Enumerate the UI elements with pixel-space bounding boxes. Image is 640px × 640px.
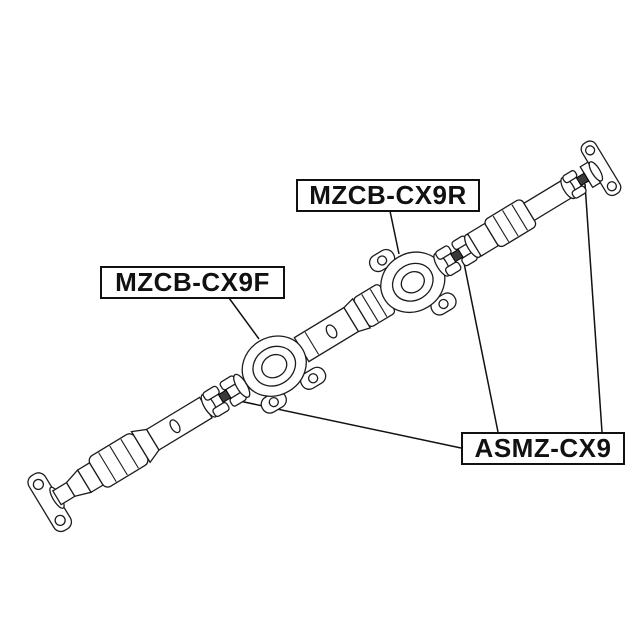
center-bearing-rear [368, 248, 457, 316]
u-joint-lower [200, 373, 251, 418]
front-flange [560, 140, 622, 200]
u-joint-marker-lower [217, 389, 232, 404]
leader-front-bearing [228, 297, 260, 340]
rear-flange [27, 472, 73, 533]
part-label-universal-joint: ASMZ-CX9 [461, 432, 625, 465]
part-label-rear-center-bearing: MZCB-CX9R [296, 179, 480, 212]
u-joint-middle [433, 233, 482, 277]
leader-joint-middle [462, 257, 499, 433]
leader-rear-bearing [389, 210, 400, 255]
middle-tube [293, 284, 396, 363]
shaft-stub [51, 461, 104, 506]
part-label-front-center-bearing: MZCB-CX9F [100, 266, 285, 299]
spline-section [466, 179, 573, 257]
driveshaft-assembly [27, 140, 622, 533]
leader-lines [228, 183, 603, 449]
front-tube [145, 396, 213, 451]
center-bearing-front [241, 335, 327, 414]
u-joint-marker-upper [575, 172, 590, 187]
leader-joint-upper [584, 183, 603, 433]
u-joint-marker-middle [449, 248, 464, 263]
